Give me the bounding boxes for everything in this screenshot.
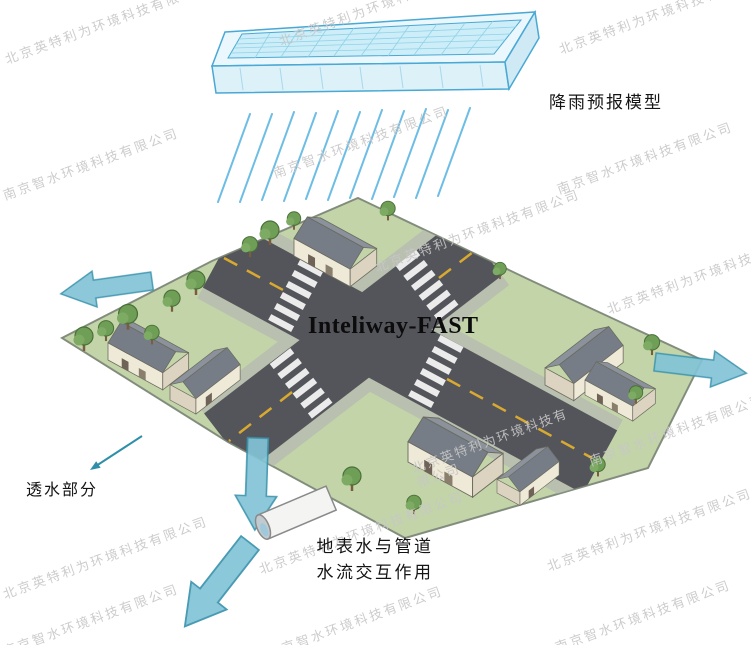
interaction-label: 地表水与管道 水流交互作用: [290, 534, 460, 586]
pipe-outflow-arrow: [166, 528, 269, 642]
basin-mesh: [230, 20, 517, 59]
permeable-pointer-arrow: [90, 435, 143, 470]
permeable-label: 透水部分: [26, 482, 99, 499]
urban-site: [59, 196, 704, 540]
rain-model-basin: [210, 9, 540, 94]
interaction-label-line2: 水流交互作用: [316, 563, 434, 582]
rain-lines: [217, 107, 471, 203]
interaction-label-line1: 地表水与管道: [316, 537, 434, 556]
basin-wall-hatch: [239, 64, 484, 91]
brand-label: Inteliway-FAST: [308, 313, 479, 339]
road-center-lines: [223, 248, 593, 460]
rain-model-label: 降雨预报模型: [549, 93, 663, 112]
drain-pipe: [254, 485, 338, 540]
